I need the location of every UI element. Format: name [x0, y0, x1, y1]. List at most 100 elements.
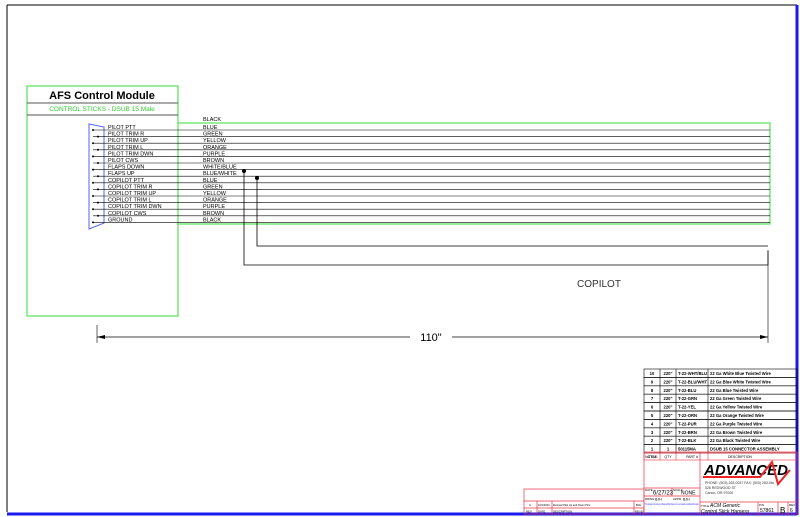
rev-header: DESCRIPTION — [553, 510, 572, 514]
bom-cell: 220" — [664, 430, 673, 435]
bom-cell: 22 Ga Green Twisted Wire — [710, 396, 762, 401]
wire-bundle-box — [177, 122, 771, 225]
bom-cell: 5 — [651, 413, 654, 418]
drawn-value: BJH — [655, 498, 662, 502]
pin-icon — [97, 214, 99, 217]
copilot-flaps-down-route — [243, 171, 769, 266]
drawn-label: DRWN — [645, 497, 654, 501]
wire-color: BLUE — [203, 178, 218, 184]
bom-cell: 22 Ga Blue Twisted Wire — [710, 388, 759, 393]
pin-icon — [92, 155, 94, 158]
pin-signal: PILOT CWS — [108, 158, 138, 164]
wire-color: GREEN — [203, 132, 223, 138]
bom-cell: 220" — [664, 438, 673, 443]
bom-cell: 7 — [651, 396, 654, 401]
revision-date: 10/1/2023 — [538, 503, 550, 507]
title-block — [523, 451, 798, 515]
company-city: Canon, OR 97000 — [705, 491, 733, 495]
bom-cell: T-22-BLK — [678, 438, 696, 443]
bom-cell: 50115MA — [678, 447, 696, 452]
top-wire-color-label: BLACK — [203, 117, 221, 123]
pin-signal: COPILOT TRIM L — [108, 198, 152, 204]
part-number: 57861 — [760, 508, 774, 514]
wire-color: PURPLE — [203, 151, 225, 157]
bom-cell: 220" — [664, 421, 673, 426]
appr-label: APPR — [673, 497, 682, 501]
bom-cell: 22 Ga White Blue Twisted Wire — [710, 371, 772, 376]
copilot-flaps-up-route — [256, 178, 768, 247]
bom-cell: 22 Ga Orange Twisted Wire — [710, 413, 765, 418]
revision-rev: A — [529, 503, 531, 507]
bom-cell: 22 Ga Purple Twisted Wire — [710, 421, 763, 426]
pin-signal: PILOT TRIM L — [108, 145, 143, 151]
sheet-number: 6 — [790, 508, 793, 514]
junction-dot — [242, 169, 246, 173]
pin-row: PILOT PTT BLUE — [92, 125, 770, 131]
pin-signal: COPILOT TRIM R — [108, 184, 152, 190]
bom-cell: T-22-WHT/BLU — [678, 371, 707, 376]
bom-header-cell: DESCRIPTION — [728, 455, 752, 459]
bom-cell: T-22-BLU/WHT — [678, 379, 708, 384]
pin-row: PILOT TRIM DWN PURPLE — [92, 151, 770, 158]
wire-color: BLUE/WHITE — [203, 171, 237, 177]
module-title: AFS Control Module — [49, 90, 155, 102]
bom-cell: T-22-YEL — [678, 405, 696, 410]
bom-cell: 220" — [664, 371, 673, 376]
bom-header-cell: ITEM — [648, 455, 656, 459]
bom-cell: 220" — [664, 413, 673, 418]
bom-cell: 8 — [651, 388, 654, 393]
pin-icon — [97, 162, 99, 164]
rev-header: REV BY — [635, 511, 644, 514]
bom-cell: T-22-PUR — [678, 421, 697, 426]
drawing-title-2: Control Stick Harness — [701, 509, 750, 515]
bom-cell: 6 — [651, 405, 654, 410]
bom-cell: 22 Ga Yellow Twisted Wire — [710, 405, 763, 410]
dimension-label: 110" — [420, 332, 442, 344]
revision-by: BJH — [636, 503, 641, 507]
bom-cell: T-22-BRN — [678, 430, 697, 435]
bom-cell: 4 — [651, 421, 654, 426]
pin-signal: PILOT TRIM R — [108, 132, 144, 138]
pin-signal: COPILOT PTT — [108, 178, 145, 184]
pin-signal: FLAPS UP — [108, 171, 135, 177]
company-address: 526 REDWOOD ST — [705, 486, 737, 490]
pin-icon — [97, 148, 99, 151]
bom-header-cell: QTY — [664, 455, 672, 459]
module-box — [26, 85, 179, 317]
bom-cell: 9 — [651, 379, 654, 384]
bom-cell: DSUB 15 CONNECTOR ASSEMBLY — [710, 447, 780, 452]
pin-icon — [97, 188, 99, 191]
bom-row: 5 220" T-22-ORN 22 Ga Orange Twisted Wire — [643, 410, 798, 420]
wire-color: YELLOW — [203, 191, 227, 197]
wire-color: BLUE — [203, 125, 218, 131]
copilot-label: COPILOT — [577, 279, 621, 290]
wire-color: ORANGE — [203, 145, 227, 151]
date-label: DATE — [645, 488, 653, 492]
rev-value: B — [780, 506, 785, 515]
arrow-left-icon — [97, 335, 105, 339]
pin-icon — [92, 168, 94, 171]
pin-signal: PILOT TRIM DWN — [108, 151, 153, 157]
pin-signal: PILOT PTT — [108, 125, 136, 131]
pin-row: COPILOT PTT BLUE — [92, 178, 770, 184]
pin-icon — [97, 201, 99, 204]
pin-row: PILOT TRIM R GREEN — [93, 132, 770, 138]
company-logo: ADVANCED — [703, 462, 788, 479]
wire-color: GREEN — [203, 184, 223, 190]
title-label: TITLE — [701, 504, 709, 508]
module-subtitle: CONTROL STICKS - DSUB 15 Male — [49, 106, 155, 113]
bom-cell: T-22-ORN — [678, 413, 697, 418]
